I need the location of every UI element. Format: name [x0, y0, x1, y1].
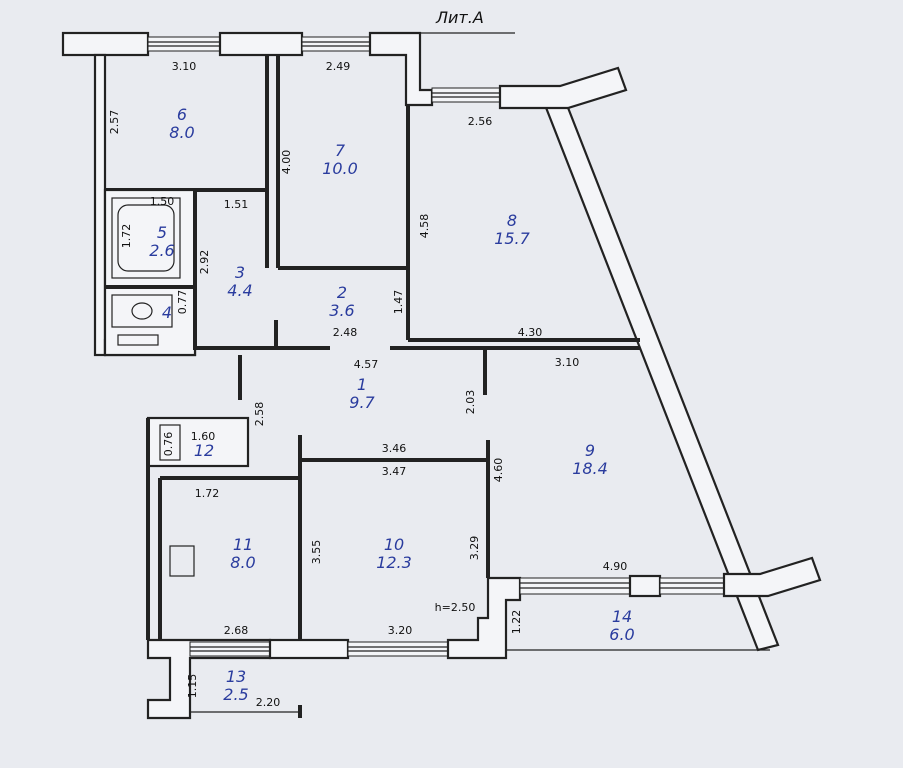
bathtub: [111, 197, 181, 279]
top-wall-right: [368, 31, 434, 107]
dim-label: 3.47: [382, 465, 407, 478]
dim-label: 1.51: [224, 198, 249, 211]
top-wall-left: [61, 31, 150, 57]
dim-label: 3.29: [468, 536, 481, 561]
toilet-area: [111, 294, 173, 328]
dim-label: 2.48: [333, 326, 358, 339]
dim-label: 4.58: [418, 214, 431, 239]
room-2-number: 2: [337, 283, 347, 302]
room-13-number: 13: [226, 667, 246, 686]
room-6-number: 6: [177, 105, 187, 124]
dim-label: 2.68: [224, 624, 249, 637]
balcony-14-window: [519, 577, 631, 595]
room-13-area: 2.5: [223, 685, 248, 704]
room-1-number: 1: [357, 375, 367, 394]
room-5-area: 2.6: [149, 241, 174, 260]
room-11-area: 8.0: [230, 553, 255, 572]
top-window-1: [147, 36, 221, 52]
room-14-area: 6.0: [609, 625, 634, 644]
dim-label: 1.60: [191, 430, 216, 443]
dim-label: 1.72: [120, 224, 133, 249]
bottom-window-2: [347, 641, 449, 657]
bottom-window-1: [189, 641, 271, 657]
ceiling-height: h=2.50: [435, 601, 476, 614]
balcony-14-pier: [628, 574, 662, 598]
dim-label: 3.55: [310, 540, 323, 565]
room-10-area: 12.3: [376, 553, 412, 572]
wc-12-block: [146, 416, 250, 468]
dim-label: 1.47: [392, 290, 405, 315]
bottom-wall-mid: [268, 638, 350, 660]
room-5-number: 5: [157, 223, 167, 242]
dim-label: 4.30: [518, 326, 543, 339]
dim-label: 3.10: [555, 356, 580, 369]
room-9-number: 9: [585, 441, 595, 460]
dim-label: 2.20: [256, 696, 281, 709]
top-window-2: [301, 36, 371, 52]
top-wall-balcony: [498, 66, 628, 110]
dim-label: 0.77: [176, 290, 189, 315]
room-10-number: 10: [384, 535, 404, 554]
bathtub-inner: [117, 204, 175, 272]
stove-icon: [169, 545, 195, 577]
dim-label: 4.57: [354, 358, 379, 371]
room-7-number: 7: [335, 141, 346, 160]
dim-label: 1.50: [150, 195, 175, 208]
toilet-icon: [131, 302, 153, 320]
room-4-number: 4: [162, 303, 172, 322]
dim-label: 2.92: [198, 250, 211, 275]
room-12-number: 12: [194, 441, 214, 460]
room-14-number: 14: [612, 607, 632, 626]
dim-label: 3.20: [388, 624, 413, 637]
wc-12-fixture: [159, 424, 181, 461]
dim-label: 4.00: [280, 150, 293, 175]
dim-label: 4.90: [603, 560, 628, 573]
room-7-area: 10.0: [322, 159, 358, 178]
balcony-14-window-2: [659, 577, 725, 595]
room-8-area: 15.7: [494, 229, 530, 248]
room-8-number: 8: [507, 211, 517, 230]
dim-label: 1.22: [510, 610, 523, 635]
dim-label: 4.60: [492, 458, 505, 483]
room-11-number: 11: [233, 535, 253, 554]
top-window-3: [431, 87, 501, 103]
balcony-14-end-wall: [722, 556, 822, 598]
left-outer-wall: [93, 53, 107, 357]
room-1-area: 9.7: [349, 393, 375, 412]
dim-label: 1.15: [186, 674, 199, 699]
dim-label: 2.03: [464, 390, 477, 415]
dim-label: 0.76: [162, 432, 175, 457]
lit-title: Лит.А: [435, 8, 484, 27]
dim-label: 2.57: [108, 110, 121, 135]
diagonal-outer-wall: [543, 98, 780, 652]
room-6-area: 8.0: [169, 123, 194, 142]
dim-label: 3.46: [382, 442, 407, 455]
dim-label: 2.56: [468, 115, 493, 128]
room-9-area: 18.4: [572, 459, 608, 478]
dim-label: 2.58: [253, 402, 266, 427]
room-2-area: 3.6: [329, 301, 354, 320]
dim-label: 1.72: [195, 487, 220, 500]
top-wall-mid: [218, 31, 304, 57]
dim-label: 2.49: [326, 60, 351, 73]
dim-label: 3.10: [172, 60, 197, 73]
room-3-number: 3: [235, 263, 245, 282]
room-3-area: 4.4: [227, 281, 252, 300]
radiator-icon: [117, 334, 159, 346]
